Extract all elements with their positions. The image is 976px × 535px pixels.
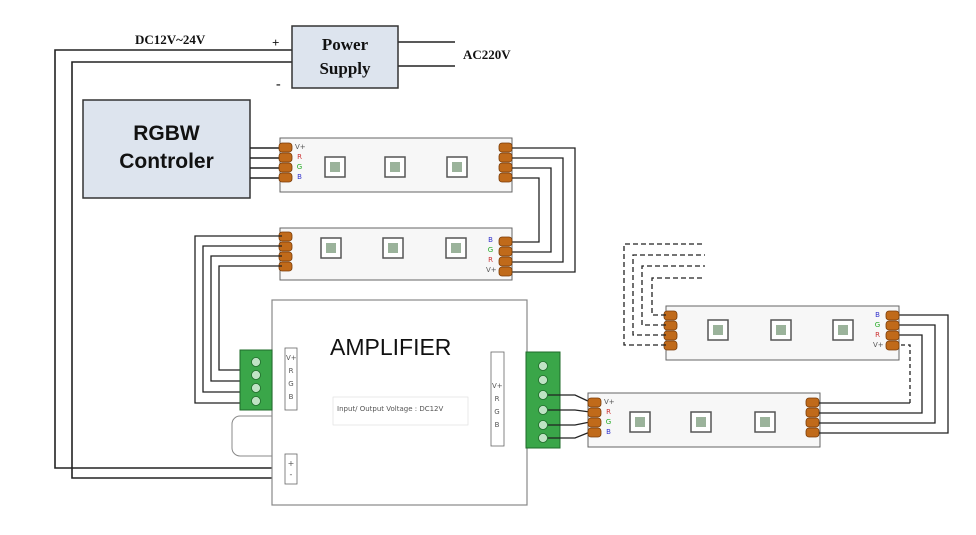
strip3-pin-labels: V+ R G B [604,397,615,437]
strip3-to-strip4-wires [819,314,949,434]
pin-r: R [488,256,493,264]
strip4-pin-labels: B G R V+ [873,310,884,350]
pin-g: G [487,246,494,254]
pin-v: V+ [295,143,306,151]
pin-g: G [296,163,303,171]
power-supply-box [291,25,399,89]
controller-output-wires [250,147,282,179]
amplifier-box [231,299,528,506]
pin-v: V+ [873,341,884,349]
amp-input-terminal [239,347,298,411]
amp-pin-g: G [494,408,500,416]
pin-g: G [874,321,881,329]
amp-pin-r: R [494,395,500,403]
led-strip-4 [663,305,900,361]
pin-r: R [606,408,611,416]
led-strip-2 [278,227,513,281]
amp-output-terminal [490,351,561,449]
amp-power-minus: - [289,470,293,479]
pin-r: R [297,153,302,161]
controller-line1: RGBW [133,122,200,145]
amp-input-pin-labels: V+ R G B [286,352,297,404]
pin-b: B [875,311,880,319]
amp-power-terminal [284,453,298,485]
amp-power-plus: + [287,459,295,468]
power-wires [54,41,455,479]
amp-pin-b: B [494,421,500,429]
strip1-pin-labels: V+ R G B [295,142,306,182]
amplifier-voltage-note: Input/ Output Voltage : DC12V [337,405,444,413]
pin-g: G [605,418,612,426]
controller-box [82,99,251,199]
ac-voltage-label: AC220V [463,47,511,62]
pin-v: V+ [486,266,497,274]
power-supply-line2: Supply [319,59,371,78]
pin-r: R [875,331,880,339]
amp-pin-v: V+ [286,354,297,362]
strip1-to-strip2-wires [512,147,576,273]
led-strip-1 [278,137,513,193]
amp-power-pin-labels: + - [286,458,296,480]
power-supply-line1: Power [321,35,369,54]
amp-output-wires [548,394,591,439]
amp-pin-v: V+ [492,382,503,390]
strip2-pin-labels: B G R V+ [486,235,497,275]
pin-b: B [488,236,493,244]
strip2-to-amp-input-wires [194,235,282,404]
pin-v: V+ [604,398,615,406]
controller-label: RGBW Controler [83,120,250,176]
pin-b: B [297,173,302,181]
power-supply-label: Power Supply [292,33,398,81]
led-strip-3 [587,392,821,448]
minus-sign: - [276,77,281,92]
amp-output-pin-labels: V+ R G B [492,380,503,432]
amp-pin-r: R [288,367,294,375]
plus-sign: + [272,35,280,50]
dc-voltage-label: DC12V~24V [135,32,206,47]
pin-b: B [606,428,611,436]
amplifier-title: AMPLIFIER [330,334,452,360]
controller-line2: Controler [119,150,214,173]
amp-pin-b: B [288,393,294,401]
amp-pin-g: G [288,380,294,388]
strip4-continuation-wires [623,243,705,346]
